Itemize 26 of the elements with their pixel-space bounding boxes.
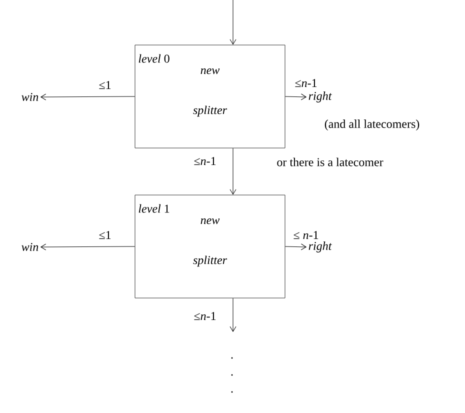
- level-label: level 1: [138, 204, 170, 213]
- arrow: [230, 0, 236, 45]
- arrow: [40, 244, 136, 250]
- edge-label: ≤n-1: [294, 78, 318, 88]
- arrow: [230, 298, 236, 332]
- note: or there is a latecomer: [277, 158, 384, 166]
- edge-label: ≤n-1: [192, 311, 218, 321]
- arrow: [40, 94, 136, 100]
- output-label: right: [308, 242, 332, 252]
- arrow: [284, 94, 306, 100]
- arrow: [230, 148, 236, 195]
- edge-label: ≤1: [98, 80, 112, 90]
- dot: .: [231, 391, 233, 393]
- note: (and all latecomers): [324, 120, 420, 130]
- dot: .: [231, 357, 233, 359]
- output-label: right: [308, 92, 332, 102]
- level-label: level 0: [138, 54, 170, 63]
- edge-label: ≤n-1: [192, 156, 218, 166]
- edge-label: ≤1: [98, 230, 112, 240]
- arrow: [284, 244, 306, 250]
- edge-label: ≤ n-1: [292, 230, 320, 240]
- output-label: win: [22, 92, 38, 102]
- dot: .: [231, 374, 233, 376]
- box-text: new splitter: [193, 68, 228, 117]
- box-text: new splitter: [193, 218, 228, 267]
- output-label: win: [22, 242, 38, 252]
